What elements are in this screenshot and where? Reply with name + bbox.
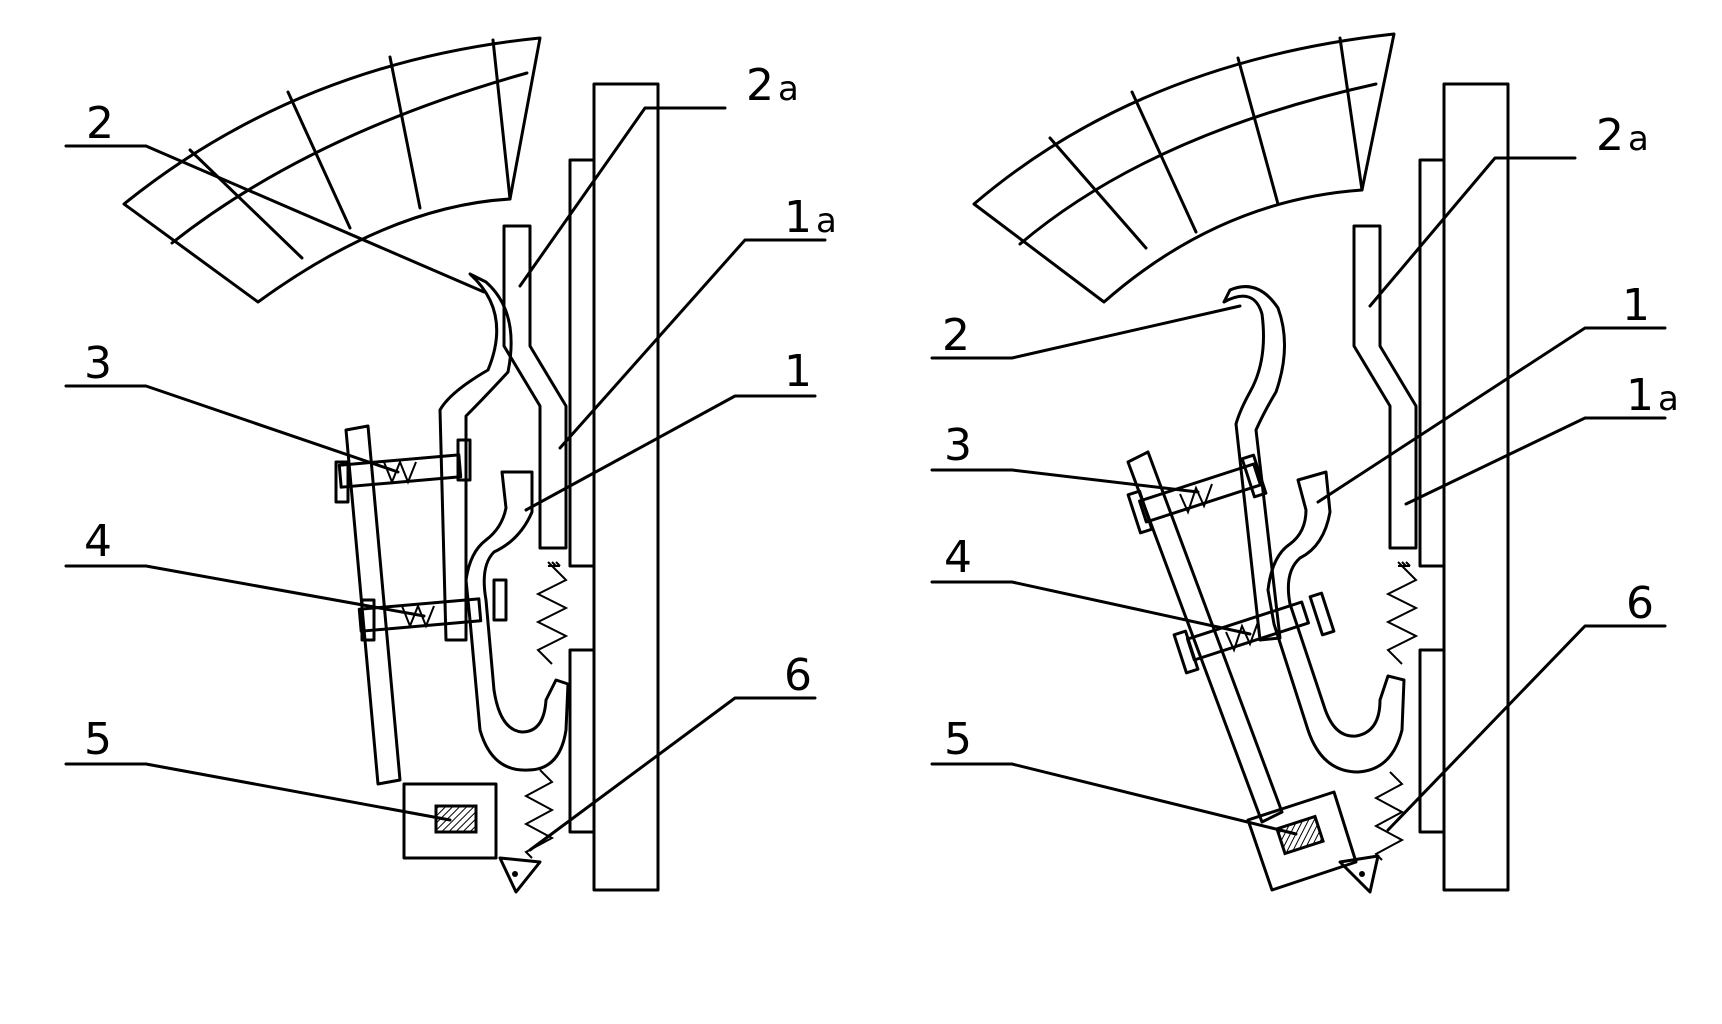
leaders-right — [930, 156, 1667, 836]
pivot-right — [1359, 871, 1365, 877]
label-2-left: 2 — [86, 98, 114, 149]
figure-right — [972, 32, 1510, 894]
bracket-c-left — [360, 598, 376, 642]
spring-anchor-left — [547, 561, 561, 567]
carrier-bar-right — [1126, 450, 1284, 824]
frame-step-upper-right — [1418, 158, 1446, 568]
figure-left — [122, 36, 660, 894]
spring-anchor-right — [1397, 561, 1411, 567]
label-1-left: 1 — [784, 346, 812, 397]
bracket-a-left — [334, 460, 350, 504]
spring-zigzag-3-right — [1179, 483, 1213, 515]
label-5-right: 5 — [944, 714, 972, 765]
label-3-right: 3 — [944, 420, 972, 471]
pivot-left — [512, 871, 518, 877]
label-5-left: 5 — [84, 714, 112, 765]
label-1-right: 1 — [1622, 280, 1650, 331]
spring-zigzag-3-left — [383, 459, 417, 485]
bracket-b-right — [1240, 453, 1268, 499]
spring-pad-3-left — [337, 453, 463, 489]
spring-upper-left — [535, 565, 569, 665]
bracket-d-left — [492, 578, 508, 622]
spring-zigzag-4-left — [401, 603, 435, 629]
label-6-left: 6 — [784, 650, 812, 701]
spring-zigzag-4-right — [1225, 621, 1259, 653]
frame-step-upper-left — [568, 158, 596, 568]
label-4-left: 4 — [84, 516, 112, 567]
label-6-right: 6 — [1626, 578, 1654, 629]
lower-housing-right — [1246, 790, 1358, 892]
label-4-right: 4 — [944, 532, 972, 583]
carrier-bar-left — [344, 424, 402, 786]
bracket-a-right — [1126, 489, 1154, 535]
frame-step-lower-right — [1418, 648, 1446, 834]
component-5-right — [1275, 814, 1325, 856]
frame-bar-left — [592, 82, 660, 892]
leaders-left — [64, 106, 827, 852]
bracket-b-left — [456, 438, 472, 482]
bracket-d-right — [1308, 591, 1336, 637]
spring-pad-4-left — [357, 597, 483, 633]
fixed-contact-2a-left — [502, 224, 568, 550]
contact-1-right — [1266, 470, 1406, 774]
contact-1-left — [464, 470, 570, 772]
label-2-right: 2 — [942, 310, 970, 361]
arc-scale-left — [122, 36, 542, 304]
lower-housing-left — [402, 782, 498, 860]
spring-upper-right — [1385, 565, 1419, 665]
arc-scale-right — [972, 32, 1396, 304]
frame-step-lower-left — [568, 648, 596, 834]
label-3-left: 3 — [84, 338, 112, 389]
latch-6-right — [1338, 854, 1380, 894]
bracket-c-right — [1172, 629, 1200, 675]
latch-6-left — [498, 856, 542, 894]
spring-lower-right — [1373, 771, 1405, 861]
fixed-contact-2a-right — [1352, 224, 1418, 550]
moving-contact-2-left — [438, 272, 513, 642]
